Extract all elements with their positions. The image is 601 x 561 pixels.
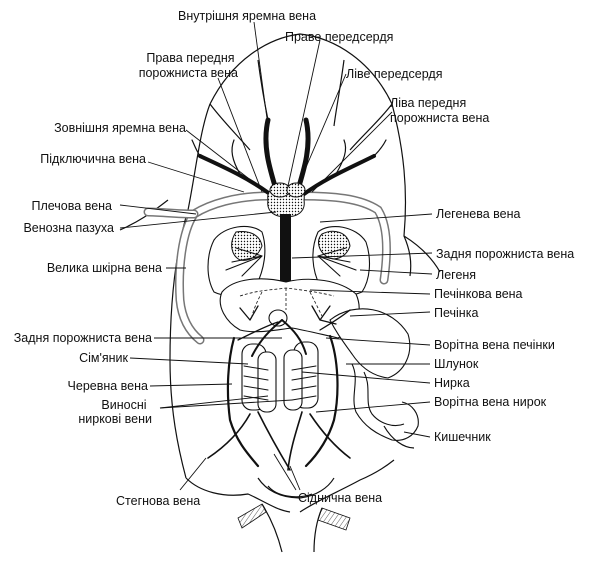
label-efferent-renal-l2: ниркові вени: [78, 412, 152, 426]
right-leg-outline: [299, 459, 395, 513]
label-intestine: Кишечник: [434, 430, 491, 444]
label-posterior-vena-cava-right: Задня порожниста вена: [436, 247, 574, 261]
posterior-vena-cava-shape: [280, 214, 291, 290]
label-right-anterior-vena-cava: Права передня порожниста вена: [139, 51, 238, 80]
label-subclavian: Підключична вена: [40, 152, 146, 166]
leader-lines: [119, 21, 433, 491]
label-right-anterior-vena-cava-l1: Права передня: [146, 51, 234, 65]
cloaca-outline: [257, 477, 335, 499]
label-left-anterior-vena-cava-l2: порожниста вена: [390, 111, 489, 125]
label-stomach: Шлунок: [434, 357, 479, 371]
label-kidney: Нирка: [434, 376, 470, 390]
label-efferent-renal: Виносні ниркові вени: [78, 398, 152, 426]
posterior-veins: [207, 305, 351, 471]
sciatic-vein-left: [287, 411, 303, 471]
lungs: [207, 225, 371, 296]
left-body-outline: [169, 103, 211, 479]
label-femoral: Стегнова вена: [116, 494, 200, 508]
label-posterior-vena-cava-left: Задня порожниста вена: [14, 331, 152, 345]
label-left-anterior-vena-cava: Ліва передня порожниста вена: [390, 96, 489, 125]
left-pelvis-hatch: [237, 503, 267, 529]
label-sciatic: Сіднична вена: [298, 491, 382, 505]
right-pelvis-hatch: [317, 507, 351, 531]
label-pulmonary-vein: Легенева вена: [436, 207, 521, 221]
right-kidney: [257, 351, 277, 413]
heart: [267, 182, 306, 217]
label-lungs: Легеня: [436, 268, 476, 282]
label-sinus-venosus: Венозна пазуха: [23, 221, 114, 235]
label-hepatic-vein: Печінкова вена: [434, 287, 523, 301]
right-body-outline: [391, 103, 412, 277]
left-leg-outline: [185, 477, 291, 513]
left-thigh-outline: [261, 503, 283, 553]
femoral-vein-left: [309, 413, 351, 459]
label-liver: Печінка: [434, 306, 478, 320]
left-abdominal-vein: [304, 334, 339, 468]
right-external-jugular: [198, 154, 272, 196]
kidneys-gonads: [241, 341, 319, 413]
label-brachial: Плечова вена: [31, 199, 112, 213]
left-atrium-shape: [286, 182, 306, 198]
femoral-vein-right: [207, 413, 251, 459]
labels: Внутрішня яремна вена Праве передсердя П…: [14, 9, 575, 508]
gray-vessels: [143, 191, 391, 345]
liver: [219, 278, 360, 339]
label-left-atrium: Ліве передсердя: [346, 67, 442, 81]
label-hepatic-portal: Ворітна вена печінки: [434, 338, 555, 352]
label-ovary: Сім'яник: [79, 351, 128, 365]
label-right-atrium: Праве передсердя: [285, 30, 393, 44]
label-left-anterior-vena-cava-l1: Ліва передня: [390, 96, 466, 110]
cloaca-inner: [267, 485, 313, 498]
label-internal-jugular: Внутрішня яремна вена: [178, 9, 316, 23]
label-great-cutaneous: Велика шкірна вена: [47, 261, 162, 275]
head-outline: [209, 33, 393, 105]
label-efferent-renal-l1: Виносні: [101, 398, 146, 412]
label-abdominal-vein: Черевна вена: [68, 379, 149, 393]
right-thigh-outline: [313, 507, 323, 553]
label-right-anterior-vena-cava-l2: порожниста вена: [139, 66, 238, 80]
body-outline: [119, 33, 441, 553]
gallbladder: [268, 309, 288, 327]
anterior-veins: [191, 59, 393, 199]
right-abdominal-vein: [226, 336, 260, 468]
digestive: [329, 308, 419, 449]
label-external-jugular: Зовнішня яремна вена: [54, 121, 186, 135]
left-external-jugular: [302, 154, 376, 196]
label-renal-portal: Ворітна вена нирок: [434, 395, 547, 409]
sciatic-vein-right: [257, 411, 291, 471]
stomach-shape: [329, 308, 411, 379]
right-forelimb-outline: [403, 235, 441, 273]
